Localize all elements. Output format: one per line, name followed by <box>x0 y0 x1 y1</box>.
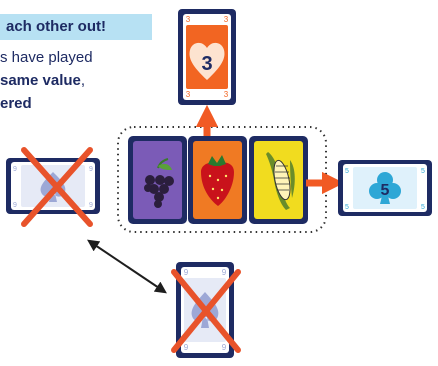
right-card-corner-tr: 5 <box>421 168 425 175</box>
right-card-corner-bl: 5 <box>345 204 349 211</box>
swap-arrow <box>92 243 162 290</box>
left-card-corner-tl: 9 <box>13 166 17 173</box>
top-card-value: 3 <box>201 53 212 75</box>
left-card-corner-br: 9 <box>89 202 93 209</box>
player-card-right[interactable]: 5 5 5 5 5 <box>338 160 432 216</box>
bottom-card-corner-br: 9 <box>222 343 227 352</box>
top-card-corner-br: 3 <box>224 90 229 99</box>
center-card-strawberry[interactable] <box>188 136 247 224</box>
bottom-card-corner-tl: 9 <box>184 268 189 277</box>
center-card-grapes[interactable] <box>128 136 187 224</box>
top-card-corner-tl: 3 <box>186 15 191 24</box>
player-card-top[interactable]: 3 3 3 3 3 <box>178 9 236 105</box>
player-card-bottom[interactable]: 9 9 9 9 <box>174 262 238 358</box>
center-card-corn[interactable] <box>249 136 308 224</box>
bottom-card-corner-tr: 9 <box>222 268 227 277</box>
right-card-value: 5 <box>381 182 390 199</box>
right-card-corner-br: 5 <box>421 204 425 211</box>
left-card-corner-tr: 9 <box>89 166 93 173</box>
right-card-corner-tl: 5 <box>345 168 349 175</box>
player-card-left[interactable]: 9 9 9 9 <box>6 150 100 224</box>
left-card-corner-bl: 9 <box>13 202 17 209</box>
top-card-corner-bl: 3 <box>186 90 191 99</box>
top-card-corner-tr: 3 <box>224 15 229 24</box>
bottom-card-corner-bl: 9 <box>184 343 189 352</box>
